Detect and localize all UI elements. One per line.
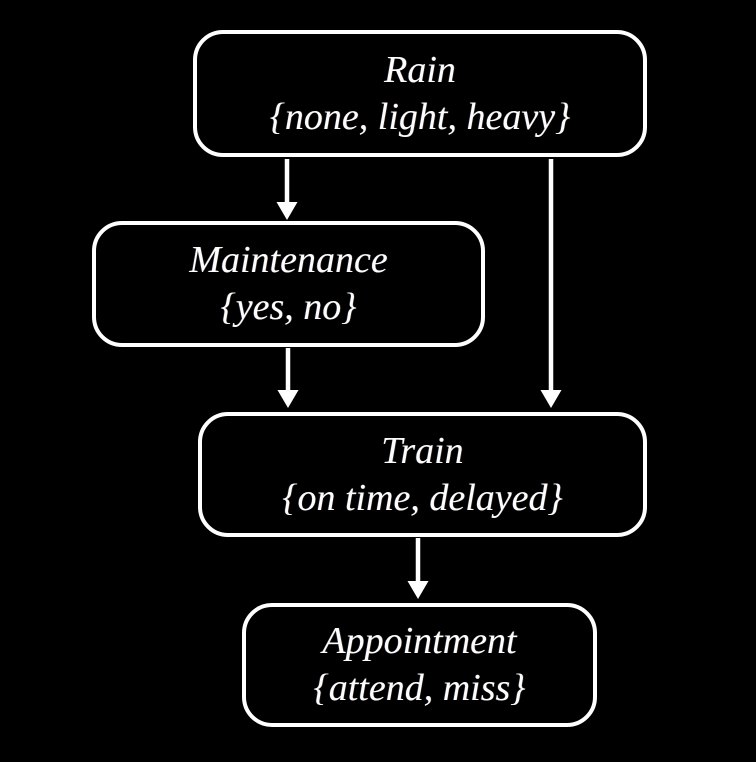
- edge-rain-to-maintenance: [276, 159, 298, 220]
- node-appointment: Appointment {attend, miss}: [242, 603, 597, 727]
- node-appointment-label: Appointment: [322, 620, 517, 662]
- node-rain-values: {none, light, heavy}: [269, 95, 571, 138]
- node-train-values: {on time, delayed}: [282, 476, 563, 519]
- edge-rain-to-train: [540, 159, 562, 408]
- node-maintenance: Maintenance {yes, no}: [92, 221, 485, 347]
- edge-maintenance-to-train: [277, 348, 299, 408]
- node-appointment-values: {attend, miss}: [313, 667, 526, 709]
- node-train: Train {on time, delayed}: [198, 412, 647, 537]
- node-rain: Rain {none, light, heavy}: [193, 30, 647, 157]
- edge-train-to-appointment: [407, 538, 429, 599]
- node-maintenance-values: {yes, no}: [220, 286, 357, 328]
- node-rain-label: Rain: [384, 48, 456, 91]
- node-train-label: Train: [381, 429, 464, 472]
- node-maintenance-label: Maintenance: [189, 239, 388, 281]
